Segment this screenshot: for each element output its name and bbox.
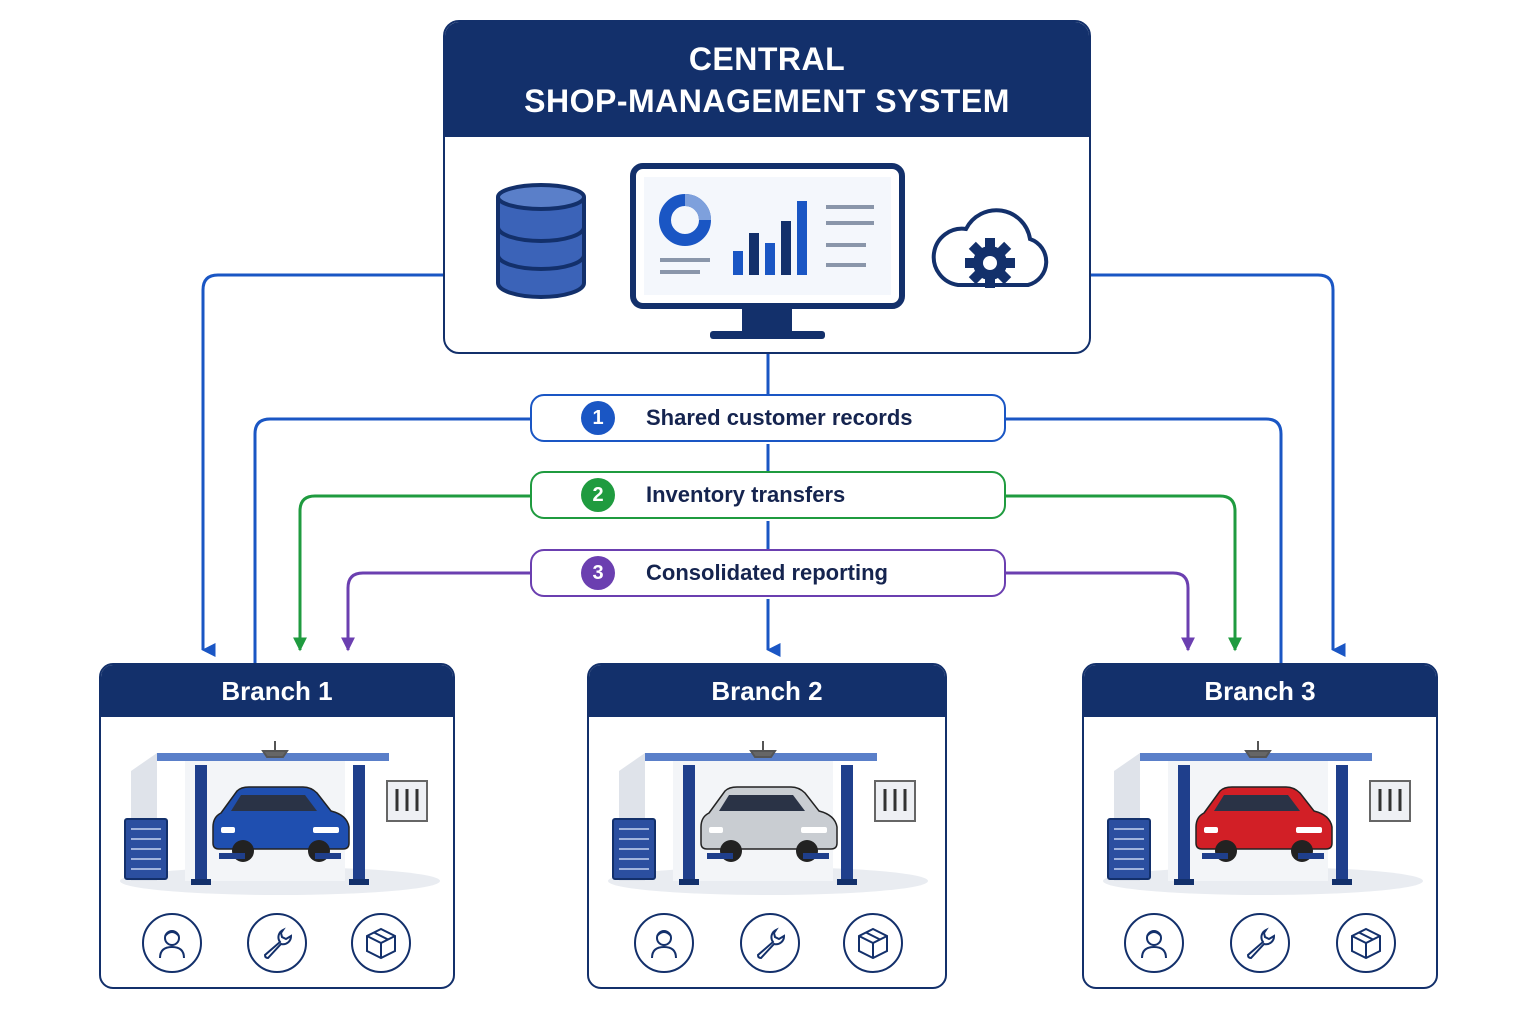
connection-label: Inventory transfers [646,482,846,507]
branch-1-card: Branch 1 [99,663,455,989]
line-records-branch1 [253,417,530,663]
central-header: CENTRAL SHOP-MANAGEMENT SYSTEM [445,22,1089,137]
wrench-icon [263,927,292,960]
garage-illustration [120,741,440,895]
garage-illustration [1103,741,1423,895]
mechanic-icon [1141,930,1167,959]
line-inventory-branch3 [1006,494,1242,652]
wrench-icon [740,913,800,973]
branch-title: Branch 1 [101,665,453,717]
parts-box-icon [843,913,903,973]
wrench-icon [756,927,785,960]
line-reporting-branch1 [341,571,530,652]
connection-number-badge: 1 [581,401,615,435]
parts-box-icon [1351,927,1381,960]
mechanic-icon [142,913,202,973]
wrench-icon [1230,913,1290,973]
branch-3-card: Branch 3 [1082,663,1438,989]
wrench-icon [1246,927,1275,960]
branch-title: Branch 3 [1084,665,1436,717]
parts-box-icon [366,927,396,960]
central-system-box: CENTRAL SHOP-MANAGEMENT SYSTEM [443,20,1091,354]
monitor-dashboard-icon [630,163,905,339]
mechanic-icon [159,930,185,959]
mechanic-icon [634,913,694,973]
line-reporting-branch3 [1006,571,1195,652]
connection-shared-records: 1 Shared customer records [530,394,1006,442]
branch-2-card: Branch 2 [587,663,947,989]
central-icons [445,137,1089,352]
connection-label: Shared customer records [646,405,913,430]
mechanic-icon [651,930,677,959]
line-central-to-branch1 [201,273,443,657]
line-central-to-branch3 [1091,273,1346,657]
parts-box-icon [858,927,888,960]
database-icon [496,183,586,299]
connection-label: Consolidated reporting [646,560,888,585]
line-records-branch3 [1006,417,1283,663]
central-title-line1: CENTRAL [688,40,846,77]
cloud-gear-icon [931,208,1049,288]
parts-box-icon [351,913,411,973]
connection-number-badge: 2 [581,478,615,512]
parts-box-icon [1336,913,1396,973]
connection-consolidated-reporting: 3 Consolidated reporting [530,549,1006,597]
wrench-icon [247,913,307,973]
central-title-line2: SHOP-MANAGEMENT SYSTEM [524,82,1010,119]
branch-title: Branch 2 [589,665,945,717]
garage-illustration [608,741,928,895]
connection-number-badge: 3 [581,556,615,590]
mechanic-icon [1124,913,1184,973]
line-inventory-branch1 [293,494,530,652]
connection-inventory-transfers: 2 Inventory transfers [530,471,1006,519]
